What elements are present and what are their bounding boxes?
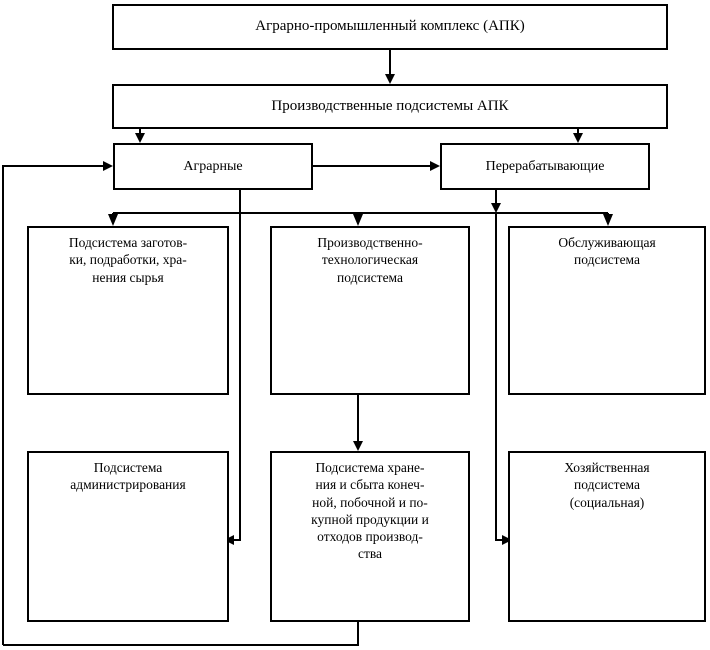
wire-bottom-return	[3, 622, 359, 646]
node-apk-label: Аграрно-промышленный комплекс (АПК)	[255, 18, 525, 35]
node-economic-social-label: Хозяйственная подсистема (социальная)	[564, 460, 650, 510]
arrowhead-processing	[573, 133, 583, 143]
arrowhead-bus-center	[491, 203, 501, 213]
node-processing: Перерабатывающие	[440, 143, 650, 190]
node-storage-sales-label: Подсистема хране- ния и сбыта конеч- ной…	[311, 460, 429, 562]
arrowhead-production-tech	[353, 214, 363, 226]
wire-rail-to-administration	[232, 213, 241, 541]
wire-rail-to-economic	[495, 213, 504, 541]
arrowhead-procurement	[108, 214, 118, 226]
node-agrarian-label: Аграрные	[183, 158, 243, 174]
node-production-tech: Производственно- технологическая подсист…	[270, 226, 470, 395]
node-administration-label: Подсистема администрирования	[70, 460, 186, 493]
node-production-tech-label: Производственно- технологическая подсист…	[317, 235, 423, 285]
node-agrarian: Аграрные	[113, 143, 313, 190]
node-production-subsystems: Производственные подсистемы АПК	[112, 84, 668, 129]
arrowhead-storage-sales	[353, 441, 363, 451]
arrowhead-agrarian-left	[103, 161, 113, 171]
node-procurement: Подсистема заготов- ки, подработки, хра-…	[27, 226, 229, 395]
node-storage-sales: Подсистема хране- ния и сбыта конеч- ной…	[270, 451, 470, 622]
node-administration: Подсистема администрирования	[27, 451, 229, 622]
node-servicing-label: Обслуживающая подсистема	[558, 235, 656, 268]
arrowhead-servicing	[603, 214, 613, 226]
node-production-subsystems-label: Производственные подсистемы АПК	[271, 97, 509, 114]
node-economic-social: Хозяйственная подсистема (социальная)	[508, 451, 706, 622]
arrowhead-processing-left	[430, 161, 440, 171]
arrowhead-subsystems	[385, 74, 395, 84]
arrowhead-agrarian	[135, 133, 145, 143]
node-procurement-label: Подсистема заготов- ки, подработки, хра-…	[68, 235, 188, 285]
node-apk: Аграрно-промышленный комплекс (АПК)	[112, 4, 668, 50]
node-processing-label: Перерабатывающие	[485, 158, 605, 174]
node-servicing: Обслуживающая подсистема	[508, 226, 706, 395]
